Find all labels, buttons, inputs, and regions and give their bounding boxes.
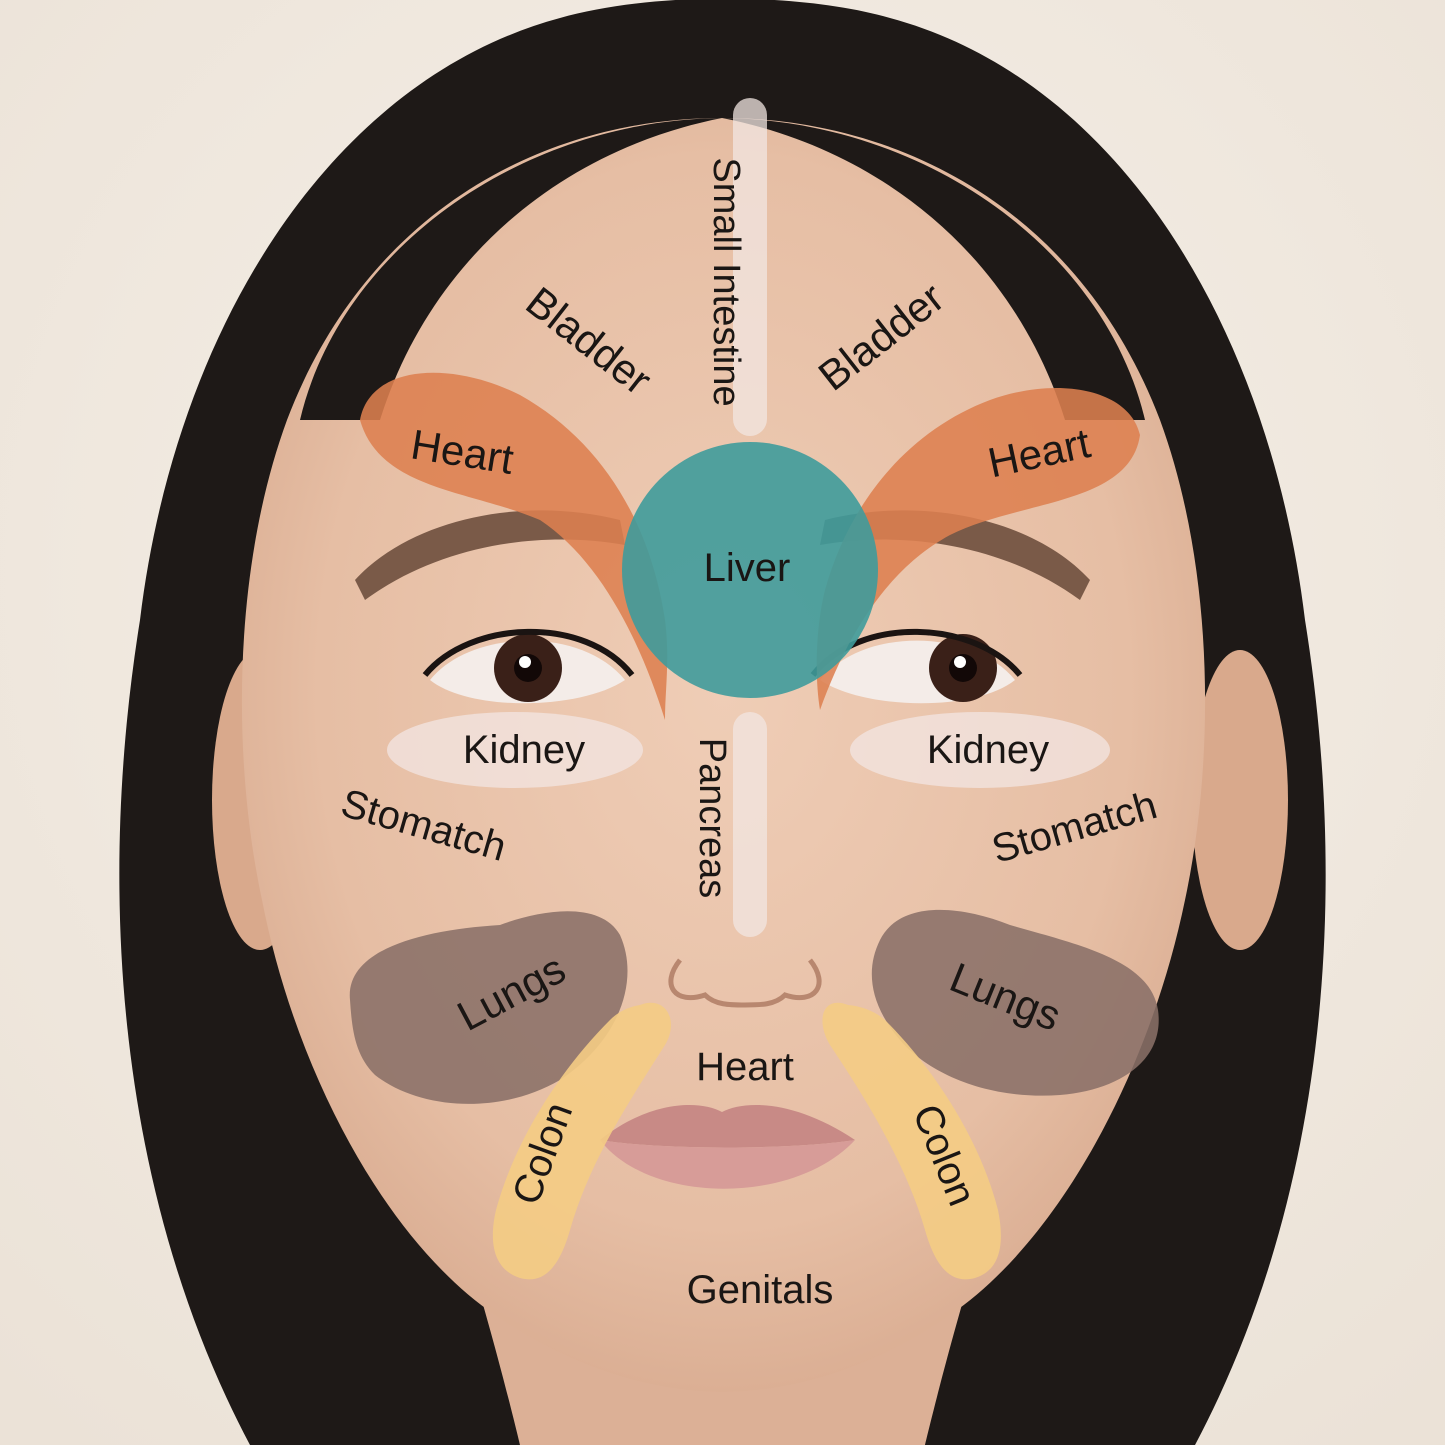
liver-zone	[622, 442, 878, 698]
lips	[600, 1105, 855, 1189]
kidney-zone-right	[850, 712, 1110, 788]
colon-zone-left	[492, 1002, 671, 1280]
pancreas-line	[733, 712, 767, 937]
label-kidney-left: Kidney	[463, 728, 585, 772]
label-genitals: Genitals	[687, 1268, 834, 1312]
right-ear	[1192, 650, 1288, 950]
lungs-zone-left	[349, 911, 628, 1104]
small-intestine-line	[733, 98, 767, 436]
label-small-intestine: Small Intestine	[705, 157, 747, 406]
hair-part	[300, 118, 722, 420]
heart-zone-right	[816, 387, 1140, 710]
right-eye	[810, 628, 1023, 704]
lungs-zone-right	[871, 909, 1159, 1096]
label-liver: Liver	[704, 546, 791, 590]
nose	[668, 958, 822, 1008]
label-heart-center: Heart	[696, 1045, 794, 1089]
left-eye	[422, 628, 635, 704]
label-pancreas: Pancreas	[691, 738, 733, 899]
heart-zone-left	[360, 372, 668, 720]
kidney-zone-left	[387, 712, 643, 788]
label-kidney-right: Kidney	[927, 728, 1049, 772]
colon-zone-right	[822, 1002, 1001, 1280]
